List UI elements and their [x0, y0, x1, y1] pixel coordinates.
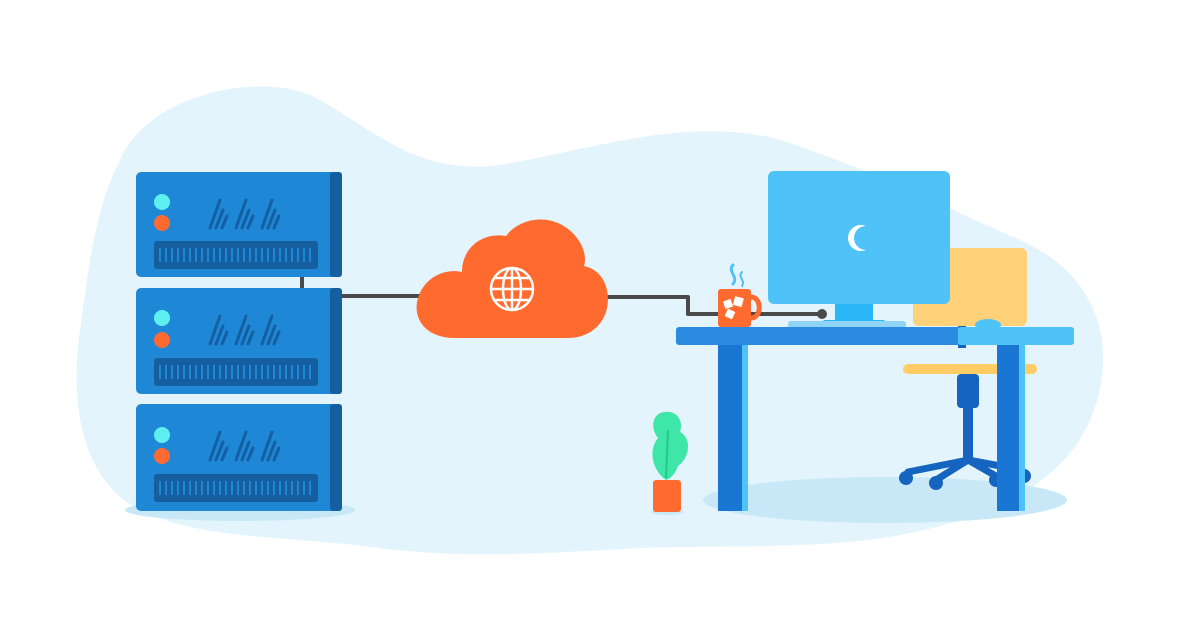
server-unit-bottom	[136, 404, 342, 511]
mug-logo	[722, 296, 744, 320]
potted-plant-icon	[652, 411, 689, 512]
status-light-cyan	[154, 427, 170, 443]
cable-connector-monitor	[817, 309, 827, 319]
plant-leaves	[652, 411, 689, 480]
coffee-mug-icon	[718, 263, 762, 327]
status-light-cyan	[154, 310, 170, 326]
desk-leg-right	[997, 345, 1019, 511]
monitor-screen	[768, 171, 950, 304]
server-rack-icon	[136, 172, 342, 511]
moon-logo	[848, 225, 866, 251]
status-light-orange	[154, 448, 170, 464]
keyboard	[788, 321, 906, 328]
desk-icon	[676, 327, 1074, 511]
desk-shadow	[703, 477, 1067, 523]
status-light-orange	[154, 332, 170, 348]
globe-icon	[489, 266, 535, 312]
server-unit-middle	[136, 288, 342, 394]
status-light-cyan	[154, 194, 170, 210]
desk-leg-left	[718, 345, 742, 511]
steam	[729, 263, 737, 286]
server-unit-top	[136, 172, 342, 277]
plant-pot	[653, 480, 681, 512]
monitor-neck	[835, 304, 873, 324]
status-light-orange	[154, 215, 170, 231]
